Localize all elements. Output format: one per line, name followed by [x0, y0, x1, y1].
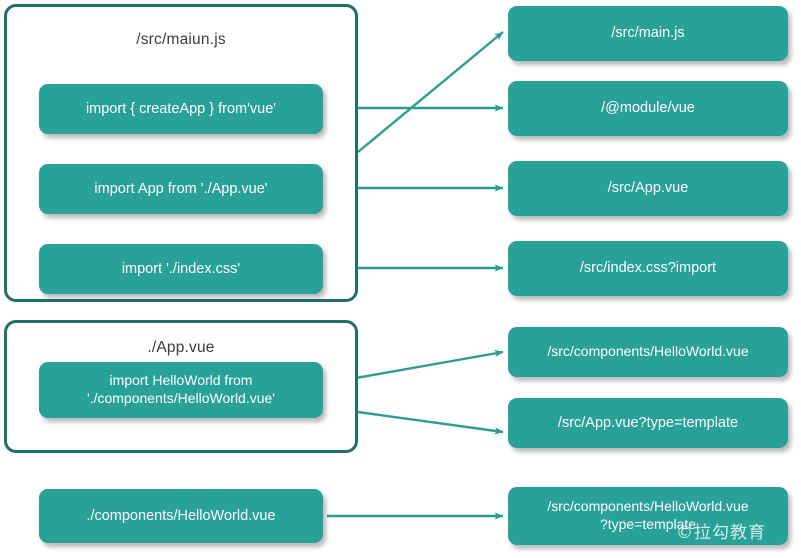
edge-group-to-main-js: [357, 31, 504, 153]
resolved-module-vue-box[interactable]: /@module/vue: [508, 81, 788, 136]
resolved-helloworld-vue-box[interactable]: /src/components/HelloWorld.vue: [508, 327, 788, 377]
group-main-js-title: /src/maiun.js: [136, 31, 226, 48]
resolved-appvue-template-box[interactable]: /src/App.vue?type=template: [508, 398, 788, 448]
import-indexcss-box[interactable]: import './index.css': [39, 244, 323, 294]
import-createapp-box[interactable]: import { createApp } from'vue': [39, 84, 323, 134]
watermark-lagou: ©拉勾教育: [676, 523, 766, 543]
import-helloworld-box[interactable]: import HelloWorld from './components/Hel…: [39, 362, 323, 418]
import-app-box[interactable]: import App from './App.vue': [39, 164, 323, 214]
resolved-helloworld-template-box[interactable]: /src/components/HelloWorld.vue ?type=tem…: [508, 487, 788, 545]
edge-group-to-appvue-template: [357, 410, 504, 435]
resolved-app-vue-box[interactable]: /src/App.vue: [508, 161, 788, 216]
resolved-index-css-box[interactable]: /src/index.css?import: [508, 241, 788, 296]
node-components-helloworld-box[interactable]: ./components/HelloWorld.vue: [39, 489, 323, 543]
resolved-main-js-box[interactable]: /src/main.js: [508, 6, 788, 61]
group-app-vue-title: ./App.vue: [147, 339, 215, 356]
